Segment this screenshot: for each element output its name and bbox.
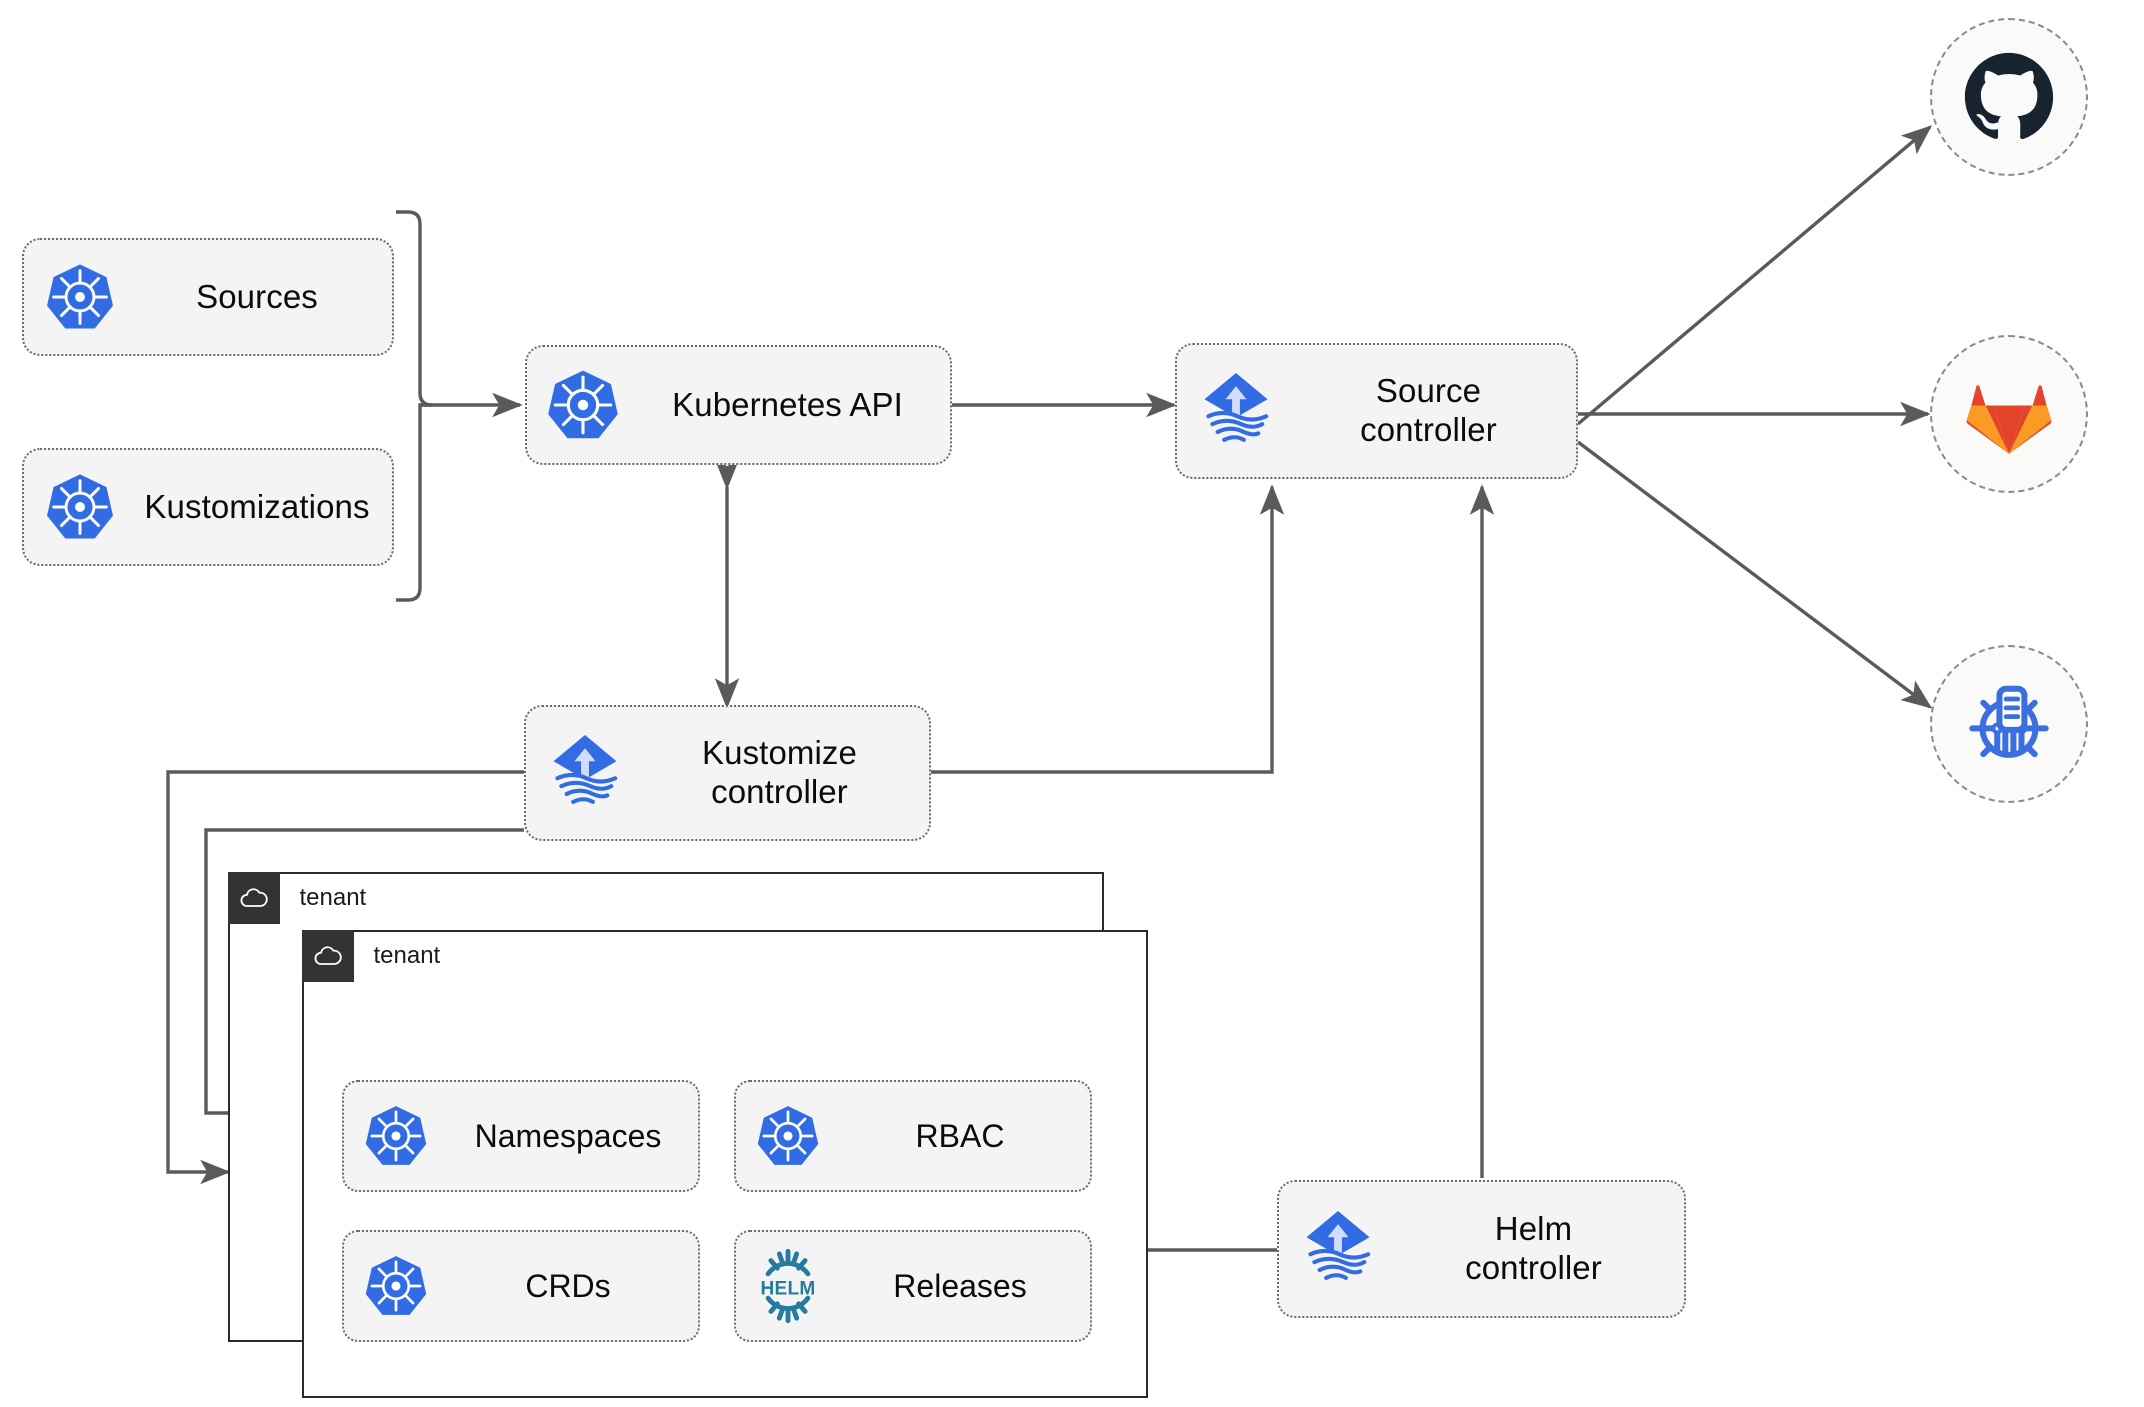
tile-label: RBAC [915, 1117, 1005, 1154]
kubernetes-icon [527, 367, 639, 443]
svg-text:HELM: HELM [761, 1279, 816, 1300]
cloud-icon [301, 929, 354, 982]
tile-crds[interactable]: CRDs [342, 1230, 700, 1342]
tile-label: Releases [893, 1267, 1027, 1304]
tenant-titlebar: tenant [301, 929, 441, 982]
edge-kustomize-to-source [931, 484, 1285, 774]
tenant-body: Namespaces [304, 984, 1146, 1396]
node-kustomize-controller[interactable]: Kustomize controller [524, 705, 931, 841]
tile-label: Namespaces [474, 1117, 662, 1154]
node-kustomizations[interactable]: Kustomizations [22, 448, 394, 566]
kubernetes-icon [24, 261, 136, 333]
bucket-icon [1969, 685, 2049, 758]
github-icon [1964, 52, 2054, 140]
node-label-line2: controller [711, 773, 848, 810]
node-label: Kustomize controller [644, 734, 929, 812]
tenant-panel-front[interactable]: tenant [301, 929, 1148, 1398]
kubernetes-icon [344, 1253, 448, 1319]
gitlab-icon [1966, 385, 2052, 454]
tenant-label: tenant [373, 941, 441, 969]
provider-gitlab[interactable] [1930, 335, 2088, 493]
cloud-icon [227, 871, 280, 924]
provider-bucket[interactable] [1930, 645, 2088, 803]
edge-source-to-github [1576, 125, 1933, 426]
kubernetes-icon [736, 1103, 840, 1169]
tenant-label: tenant [299, 883, 367, 911]
node-sources[interactable]: Sources [22, 238, 394, 356]
kubernetes-icon [24, 471, 136, 543]
kubernetes-icon [344, 1103, 448, 1169]
tile-rbac[interactable]: RBAC [734, 1080, 1092, 1192]
flux-icon [1177, 369, 1295, 453]
tile-releases[interactable]: HELM Releases [734, 1230, 1092, 1342]
tile-label: CRDs [525, 1267, 611, 1304]
tenant-titlebar: tenant [227, 871, 367, 924]
brace-connector [396, 210, 433, 602]
node-source-controller[interactable]: Source controller [1175, 343, 1578, 479]
node-kubernetes-api[interactable]: Kubernetes API [525, 345, 952, 465]
flux-icon [526, 731, 644, 815]
node-helm-controller[interactable]: Helm controller [1277, 1180, 1686, 1318]
flux-icon [1279, 1207, 1397, 1291]
node-label: Helm controller [1397, 1210, 1684, 1288]
helm-icon: HELM [736, 1249, 840, 1323]
node-label-line2: controller [1360, 411, 1497, 448]
tile-namespaces[interactable]: Namespaces [342, 1080, 700, 1192]
node-label-line1: Helm [1494, 1210, 1573, 1248]
node-label: Sources [196, 277, 318, 315]
node-label: Kustomizations [144, 487, 370, 525]
provider-github[interactable] [1930, 18, 2088, 176]
node-label-line1: Kustomize [702, 734, 857, 772]
node-label: Source controller [1295, 372, 1576, 450]
node-label-line2: controller [1465, 1249, 1602, 1286]
node-label: Kubernetes API [672, 385, 903, 423]
node-label-line1: Source [1375, 372, 1482, 410]
edge-source-to-bucket [1576, 440, 1933, 709]
